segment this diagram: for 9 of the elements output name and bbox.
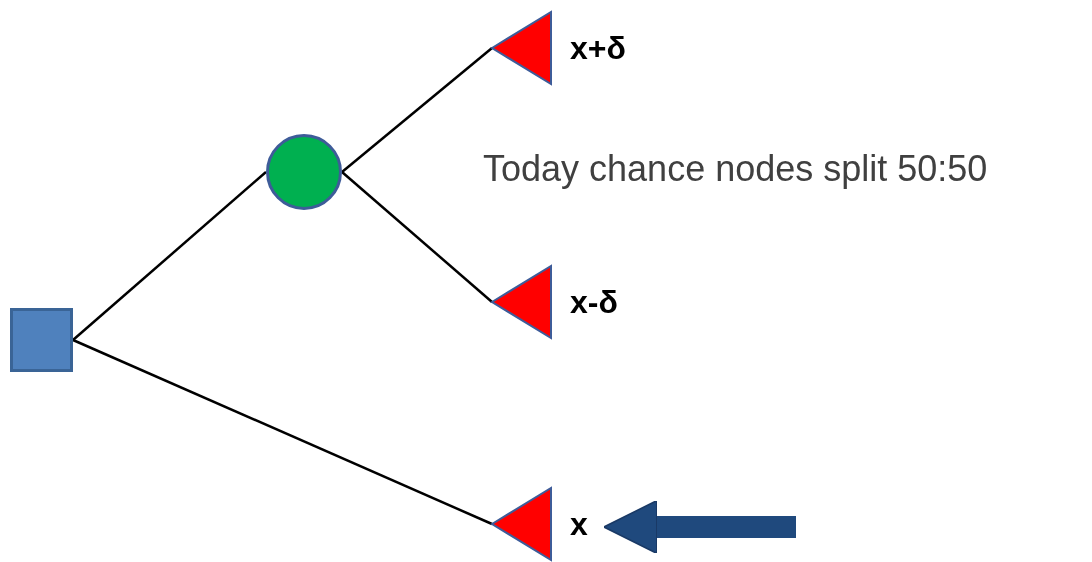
block-arrow: [603, 499, 796, 555]
branch-line: [72, 338, 493, 526]
branch-line: [72, 171, 267, 341]
outcome-value: x+δ: [570, 32, 626, 64]
branch-line: [341, 171, 493, 303]
branch-line: [341, 47, 493, 173]
outcome-value: x-δ: [570, 286, 618, 318]
note-text: Today chance nodes split 50:50: [483, 148, 988, 190]
outcome-value: x: [570, 508, 588, 540]
